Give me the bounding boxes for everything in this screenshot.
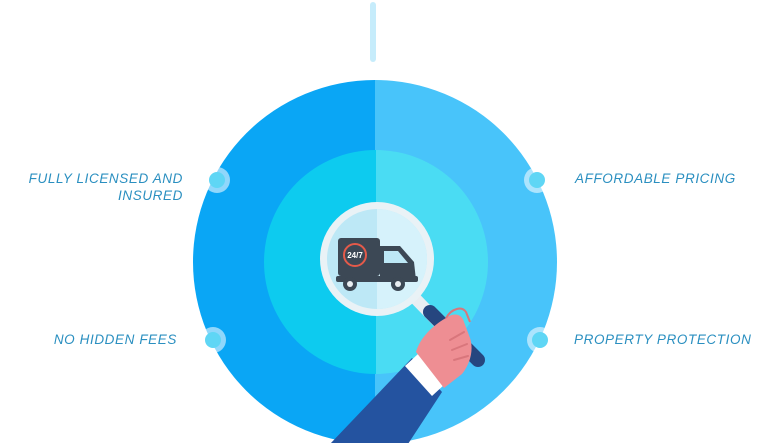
badge-24-7: 24/7: [347, 251, 363, 260]
feature-marker-licensed: [209, 172, 225, 188]
feature-marker-pricing: [529, 172, 545, 188]
feature-marker-fees: [205, 332, 221, 348]
feature-marker-protection: [532, 332, 548, 348]
feature-property-protection: PROPERTY PROTECTION: [574, 332, 752, 347]
truck-icon: 24/7: [336, 238, 418, 291]
inner-circle-left: [264, 150, 376, 374]
top-connector-line: [370, 2, 376, 62]
feature-no-hidden-fees: NO HIDDEN FEES: [53, 332, 177, 347]
feature-fully-licensed: FULLY LICENSED AND INSURED: [28, 171, 183, 203]
feature-affordable-pricing: AFFORDABLE PRICING: [575, 171, 736, 186]
hand-icon: [330, 307, 472, 443]
